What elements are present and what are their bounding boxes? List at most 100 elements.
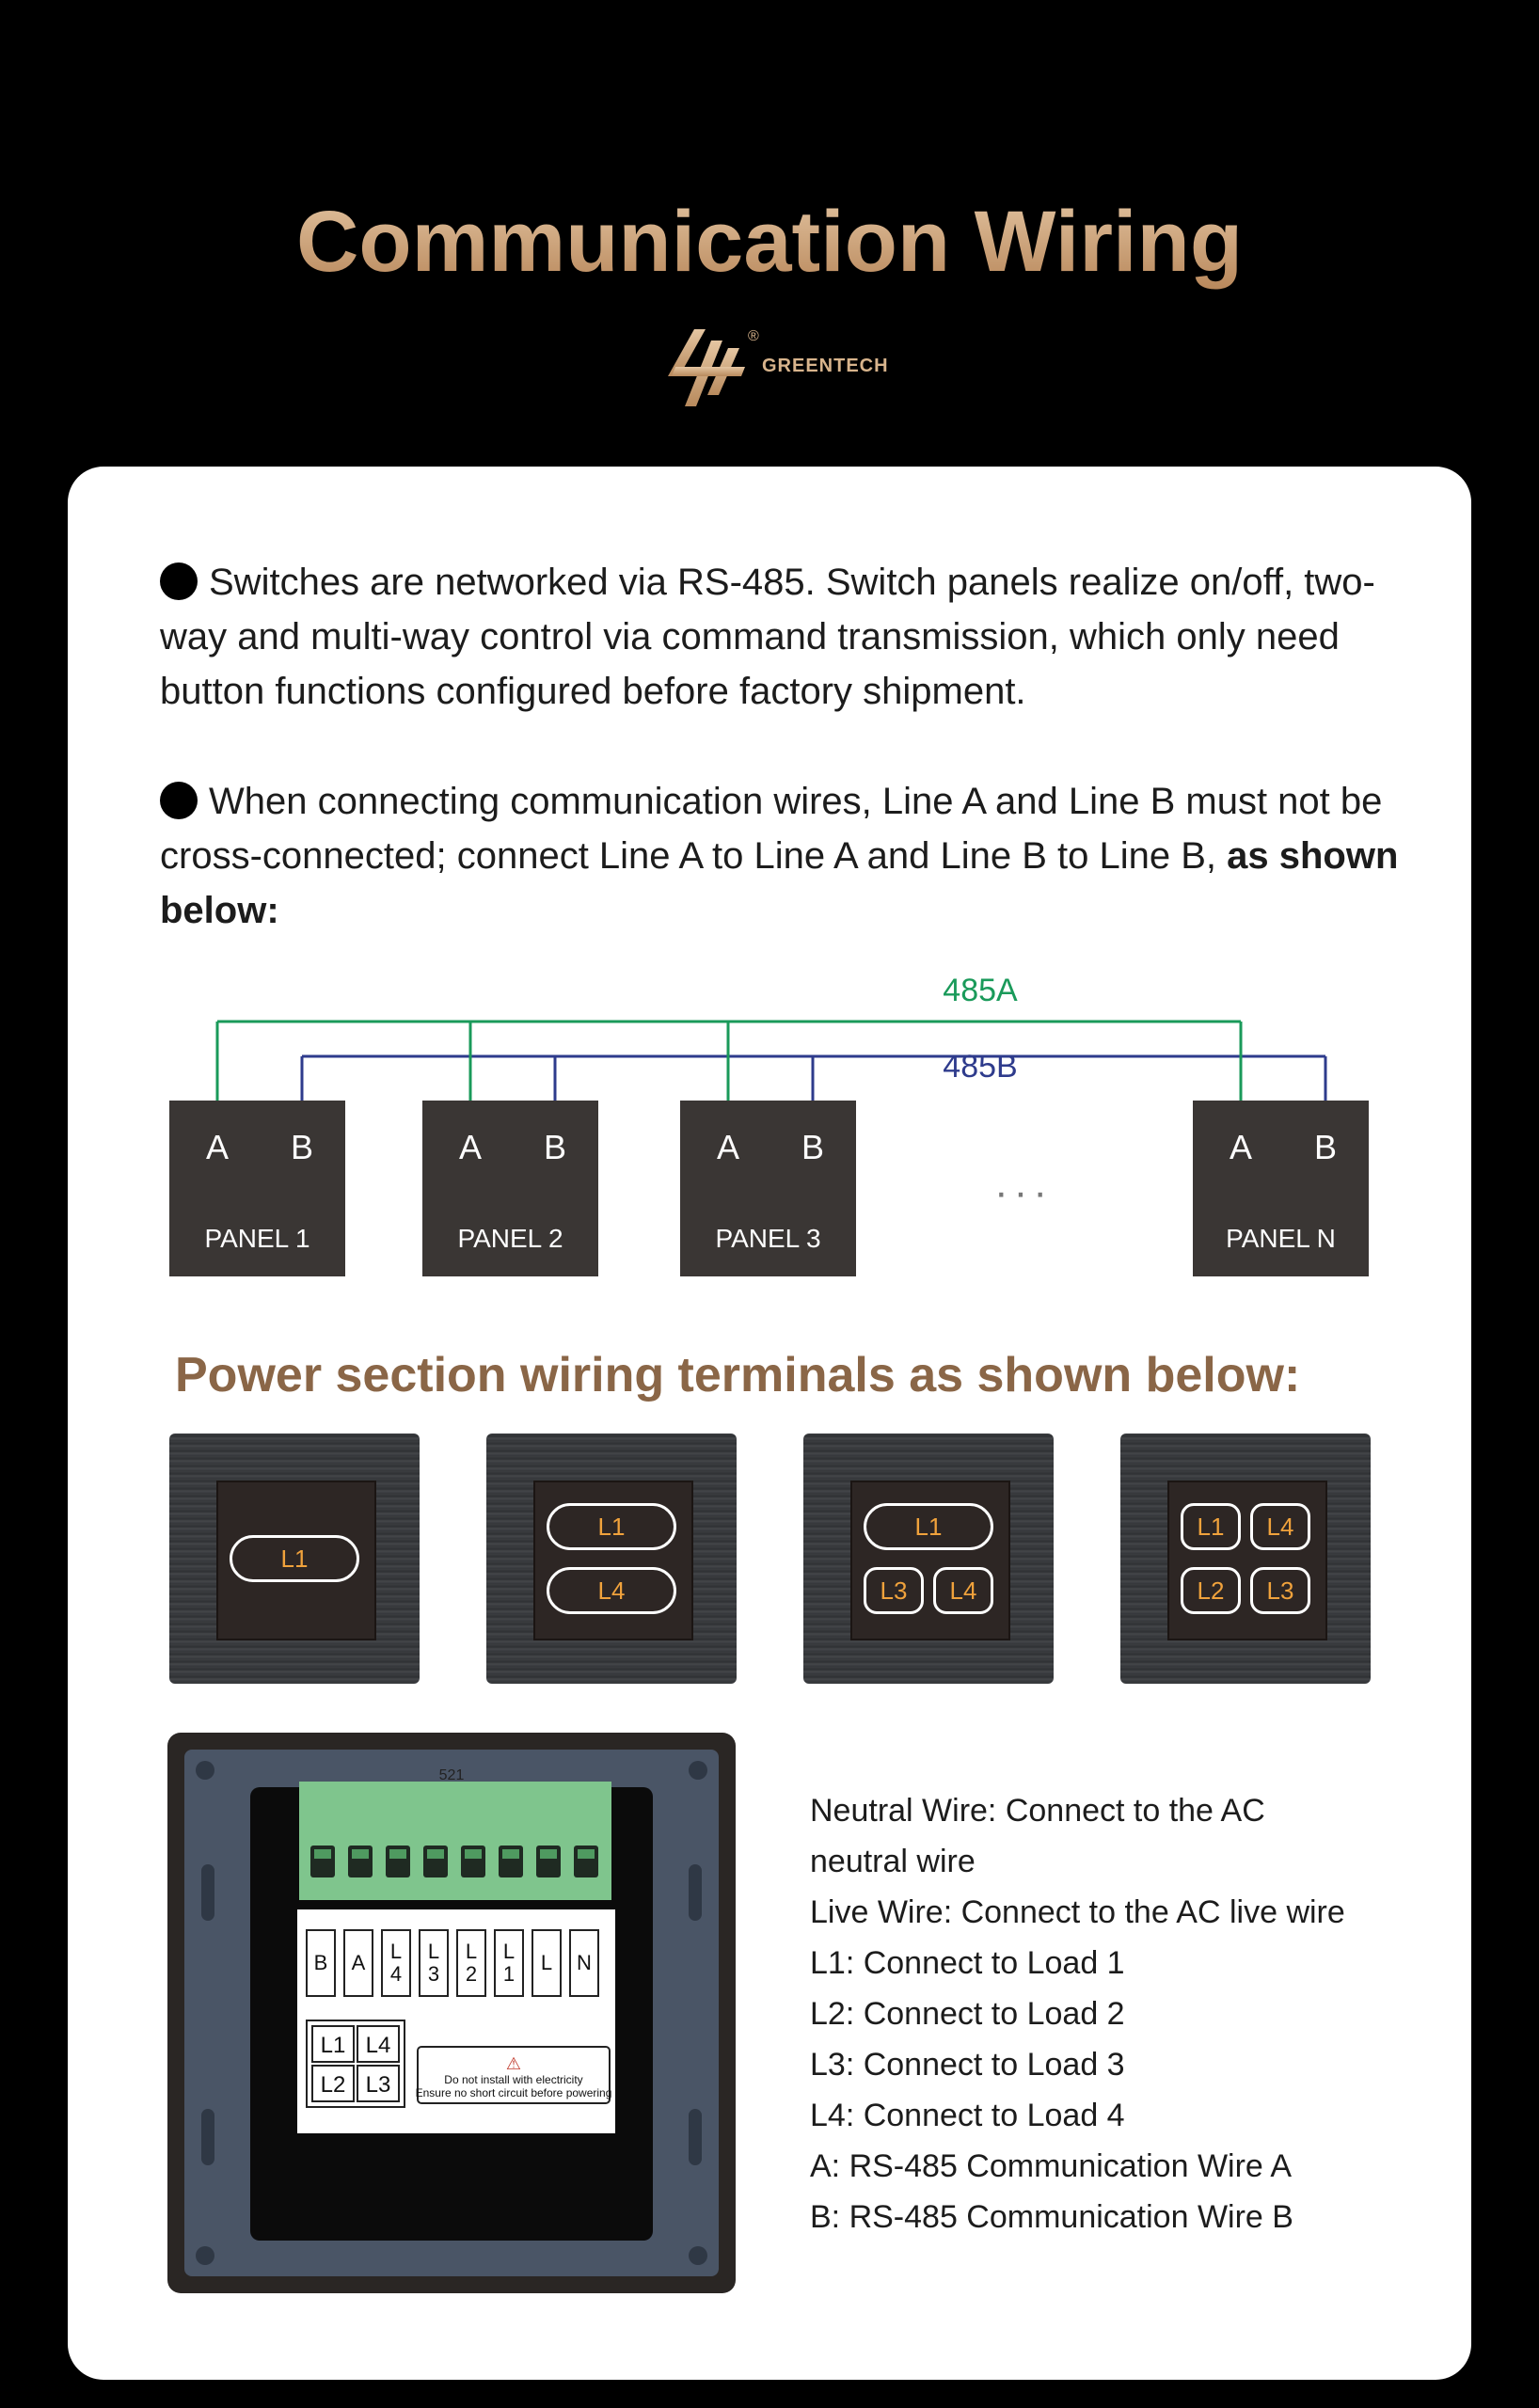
screw-head [427,1849,444,1859]
intro-text-2: When connecting communication wires, Lin… [160,781,1383,877]
panel-terminal-a: A [206,1128,229,1166]
screw-head [314,1849,331,1859]
wiring-legend: Neutral Wire: Connect to the AC neutral w… [810,1785,1468,2242]
load-grid [306,2020,405,2108]
panel-terminal-a: A [717,1128,739,1166]
terminal-window: L1 L4 [533,1481,693,1640]
intro-text-2-bold: as shown below: [160,835,1399,931]
panel-terminal-b: B [1314,1128,1337,1166]
screw-head [389,1849,406,1859]
panel-label: PANEL 2 [457,1224,563,1253]
terminal-cell-label: L [428,1940,439,1963]
terminal-cell [532,1929,562,1997]
screw-head [352,1849,369,1859]
screw-head [465,1849,482,1859]
greentech-logo-icon: ® [668,328,759,406]
legend-line: A: RS-485 Communication Wire A [810,2148,1293,2184]
panel-box [680,1101,856,1276]
screw-head [502,1849,519,1859]
power-section-title: Power section wiring terminals as shown … [175,1348,1301,1402]
terminal-cell-label: 4 [390,1962,402,1986]
terminal-label: L4 [1250,1503,1310,1550]
terminal-label: L2 [1181,1567,1241,1614]
terminal-window: L1 L4 L2 L3 [1167,1481,1327,1640]
terminal-label: L4 [933,1567,993,1614]
terminal-label: L4 [547,1567,676,1614]
panel-box [422,1101,598,1276]
panel-box [169,1101,345,1276]
load-grid-label: L4 [366,2033,391,2058]
intro-text-1: Switches are networked via RS-485. Switc… [160,562,1375,712]
bullet-icon [160,562,198,600]
warning-line-1: Do not install with electricity [444,2073,582,2086]
terminal-cell [569,1929,599,1997]
registered-mark: ® [748,328,759,344]
terminal-cell [419,1929,449,1997]
ellipsis: ··· [994,1169,1053,1215]
load-grid-label: L2 [321,2072,346,2098]
warning-box [417,2046,611,2104]
panel-terminal-b: B [801,1128,824,1166]
terminal-label: L1 [547,1503,676,1550]
screw-head [578,1849,595,1859]
terminal-cell [306,1929,336,1997]
terminal-cell-label: 3 [428,1962,439,1986]
terminal-tile-3: L1 L3 L4 [803,1434,1054,1684]
panel-label: PANEL 1 [204,1224,309,1253]
terminal-cell-label: L [466,1940,477,1963]
terminal-label: L3 [1250,1567,1310,1614]
load-grid-cell [357,2065,400,2102]
terminal-cell [456,1929,486,1997]
terminal-cell-label: N [577,1951,592,1974]
terminal-cell-label: L [503,1940,515,1963]
load-grid-label: L3 [366,2072,391,2098]
legend-line: L1: Connect to Load 1 [810,1945,1125,1981]
load-grid-label: L1 [321,2033,346,2058]
bullet-icon [160,782,198,819]
warning-icon: ⚠ [506,2054,521,2073]
terminal-cell-label: L [390,1940,402,1963]
terminal-label: L1 [1181,1503,1241,1550]
terminal-window: L1 [216,1481,376,1640]
panel-box [1193,1101,1369,1276]
terminal-cell-label: L [541,1951,552,1974]
terminal-cell [343,1929,373,1997]
legend-line: L2: Connect to Load 2 [810,1996,1125,2032]
terminal-label: L1 [230,1535,359,1582]
terminal-tile-4: L1 L4 L2 L3 [1120,1434,1371,1684]
load-grid-cell [311,2065,355,2102]
line-485a-label: 485A [943,973,1018,1008]
plate-texture [196,1761,707,2265]
terminal-cell [381,1929,411,1997]
legend-line: neutral wire [810,1844,976,1879]
intro-paragraph-2: When connecting communication wires, Lin… [160,774,1402,938]
load-grid-cell [357,2025,400,2063]
panel-terminal-a: A [459,1128,482,1166]
terminal-label: L1 [864,1503,993,1550]
legend-line: B: RS-485 Communication Wire B [810,2199,1293,2235]
terminal-cell-label: 1 [503,1962,515,1986]
terminal-label: L3 [864,1567,924,1614]
terminal-cell-label: 2 [466,1962,477,1986]
page-title: Communication Wiring [0,193,1539,292]
panel-label: PANEL N [1226,1224,1336,1253]
panel-terminal-b: B [544,1128,566,1166]
terminal-block [299,1782,611,1900]
intro-paragraph-1: Switches are networked via RS-485. Switc… [160,555,1402,719]
terminal-cell-label: A [352,1951,366,1974]
legend-line: Neutral Wire: Connect to the AC [810,1793,1265,1829]
warning-line-2: Ensure no short circuit before powering [416,2086,612,2099]
load-grid-cell [311,2025,355,2063]
panel-label: PANEL 3 [715,1224,820,1253]
screw-head [540,1849,557,1859]
terminal-tile-2: L1 L4 [486,1434,737,1684]
model-mark: 521 [439,1767,465,1783]
terminal-window: L1 L3 L4 [850,1481,1010,1640]
legend-line: Live Wire: Connect to the AC live wire [810,1894,1345,1930]
legend-line: L3: Connect to Load 3 [810,2047,1125,2083]
legend-line: L4: Connect to Load 4 [810,2098,1125,2133]
terminal-cell [494,1929,524,1997]
brand-name: GREENTECH [762,356,889,376]
